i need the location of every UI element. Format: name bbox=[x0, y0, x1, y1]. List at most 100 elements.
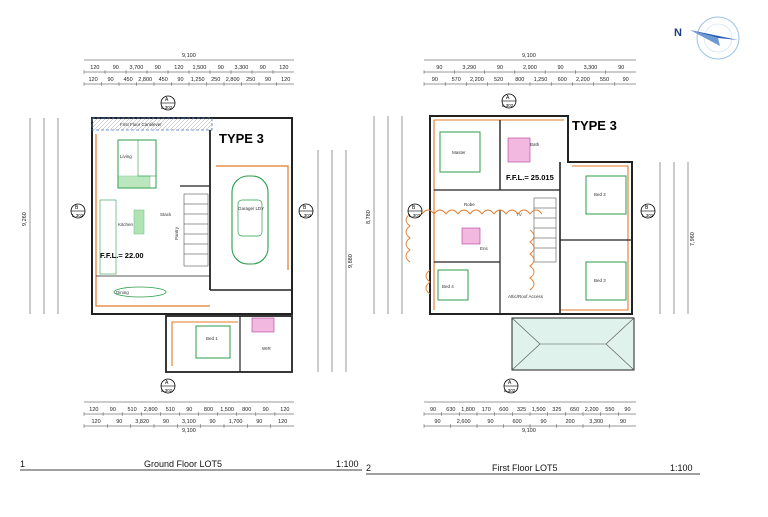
room-ens: Ens bbox=[480, 246, 489, 251]
svg-text:A: A bbox=[165, 97, 169, 103]
ground-left-total: 9,260 bbox=[22, 212, 28, 226]
ground-dim-bot1-7: 1,500 bbox=[220, 407, 234, 413]
first-index: 2 bbox=[366, 463, 371, 473]
room-master: Master bbox=[452, 150, 466, 155]
ground-dim-bot2-6: 1,700 bbox=[229, 419, 243, 425]
ground-floor-title: Ground Floor LOT5 bbox=[144, 459, 222, 469]
north-arrow: N bbox=[674, 16, 740, 60]
ground-dim-top1-0: 120 bbox=[90, 65, 99, 71]
svg-text:B: B bbox=[412, 205, 416, 211]
label-tv: TV bbox=[516, 212, 522, 217]
ground-dim-top1-7: 3,300 bbox=[235, 65, 249, 71]
ground-dim-top2-11: 120 bbox=[281, 77, 290, 83]
ground-dim-bot2-0: 120 bbox=[92, 419, 101, 425]
first-ffl: F.F.L.= 25.015 bbox=[506, 173, 554, 182]
first-dim-top2-8: 550 bbox=[600, 77, 609, 83]
ground-dim-bot1-6: 800 bbox=[204, 407, 213, 413]
ground-dim-bot1-2: 510 bbox=[128, 407, 137, 413]
first-dim-bot2-7: 90 bbox=[620, 419, 626, 425]
first-overall-top: 9,100 bbox=[522, 53, 536, 59]
first-dim-bot1-11: 90 bbox=[624, 407, 630, 413]
ground-dim-top2-4: 450 bbox=[159, 77, 168, 83]
ground-dim-bot1-10: 120 bbox=[280, 407, 289, 413]
svg-text:L.302: L.302 bbox=[161, 105, 173, 110]
room-bed3: Bed 3 bbox=[594, 278, 606, 283]
first-dim-bot2-4: 90 bbox=[541, 419, 547, 425]
ground-dim-bot2-5: 90 bbox=[210, 419, 216, 425]
first-floor-title: First Floor LOT5 bbox=[492, 463, 558, 473]
ground-section-right: B L.302 bbox=[298, 203, 314, 219]
ground-dim-bot1-4: 510 bbox=[166, 407, 175, 413]
first-left-total: 8,780 bbox=[366, 210, 372, 224]
first-dim-bot2-1: 2,600 bbox=[457, 419, 471, 425]
svg-text:L.302: L.302 bbox=[504, 388, 516, 393]
ground-section-left: B L.302 bbox=[70, 203, 86, 219]
ground-dim-bot2-7: 90 bbox=[256, 419, 262, 425]
ground-dim-top2-10: 90 bbox=[265, 77, 271, 83]
room-wir: WIR bbox=[262, 346, 271, 351]
svg-text:L.302: L.302 bbox=[642, 213, 654, 218]
first-dim-top1-1: 3,290 bbox=[462, 65, 476, 71]
room-living: Living bbox=[120, 154, 132, 159]
first-dim-top2-3: 520 bbox=[494, 77, 503, 83]
first-dim-top1-5: 3,300 bbox=[584, 65, 598, 71]
svg-text:B: B bbox=[303, 205, 307, 211]
ground-dim-top1-2: 3,700 bbox=[130, 65, 144, 71]
room-bed2: Bed 2 bbox=[594, 192, 606, 197]
ground-dim-bot2-1: 90 bbox=[116, 419, 122, 425]
first-dim-top1-3: 2,900 bbox=[523, 65, 537, 71]
ground-dim-bot1-8: 800 bbox=[242, 407, 251, 413]
ground-dim-bot2-3: 90 bbox=[163, 419, 169, 425]
room-dining: Dining bbox=[116, 290, 129, 295]
first-section-top: A L.302 bbox=[501, 93, 517, 109]
first-section-left: B L.302 bbox=[407, 203, 423, 219]
ground-dim-bot2-2: 3,820 bbox=[135, 419, 149, 425]
room-bath: Bath bbox=[530, 142, 540, 147]
first-dim-bot1-2: 1,800 bbox=[461, 407, 475, 413]
first-section-bottom: A L.302 bbox=[503, 378, 519, 394]
garage-car bbox=[231, 175, 269, 265]
first-dim-bot2-3: 600 bbox=[513, 419, 522, 425]
first-scale: 1:100 bbox=[670, 463, 693, 473]
ground-dim-bot1-5: 90 bbox=[186, 407, 192, 413]
ground-dim-top1-6: 90 bbox=[218, 65, 224, 71]
first-dim-bot1-9: 2,200 bbox=[585, 407, 599, 413]
ground-section-top: A L.302 bbox=[160, 95, 176, 111]
svg-text:L.302: L.302 bbox=[161, 388, 173, 393]
first-dim-bot1-0: 90 bbox=[430, 407, 436, 413]
ground-dim-top1-1: 90 bbox=[113, 65, 119, 71]
ground-dim-bot2-4: 3,100 bbox=[182, 419, 196, 425]
first-dim-bot1-10: 550 bbox=[605, 407, 614, 413]
svg-text:L.302: L.302 bbox=[72, 213, 84, 218]
ground-dim-top2-7: 250 bbox=[211, 77, 220, 83]
north-label: N bbox=[674, 27, 682, 39]
ground-dim-bot1-9: 90 bbox=[263, 407, 269, 413]
first-right-total: 7,960 bbox=[690, 232, 696, 246]
ground-dim-top1-5: 1,500 bbox=[193, 65, 207, 71]
cantilever-label: First Floor Cantilever bbox=[120, 122, 162, 127]
ground-dim-top1-9: 120 bbox=[279, 65, 288, 71]
svg-text:B: B bbox=[75, 205, 79, 211]
ground-right-total: 9,880 bbox=[348, 254, 354, 268]
room-pantry: Pantry bbox=[174, 226, 179, 240]
svg-text:L.302: L.302 bbox=[409, 213, 421, 218]
ground-type-label: TYPE 3 bbox=[219, 131, 264, 146]
first-dim-top1-6: 90 bbox=[618, 65, 624, 71]
ground-dim-top1-8: 90 bbox=[260, 65, 266, 71]
roof-below bbox=[511, 317, 635, 371]
label-attic: Attic/Roof Access bbox=[508, 294, 544, 299]
ground-dim-top1-3: 90 bbox=[155, 65, 161, 71]
ground-dim-bot1-0: 120 bbox=[89, 407, 98, 413]
ground-dim-top2-0: 120 bbox=[89, 77, 98, 83]
first-section-right: B L.302 bbox=[640, 203, 656, 219]
first-dim-bot1-5: 325 bbox=[517, 407, 526, 413]
label-stack: Stack bbox=[160, 212, 172, 217]
first-dim-bot1-1: 630 bbox=[446, 407, 455, 413]
ground-index: 1 bbox=[20, 459, 25, 469]
